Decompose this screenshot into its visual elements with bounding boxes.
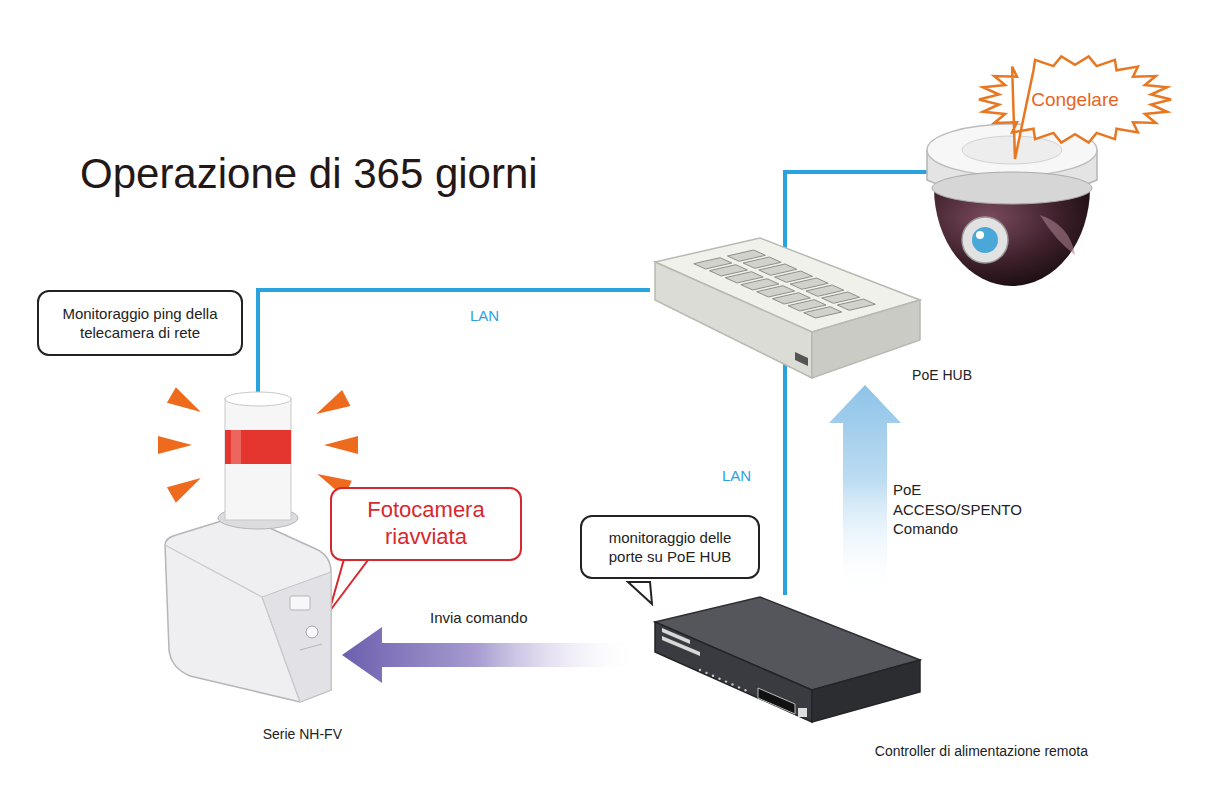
callout-bubble: monitoraggio delle porte su PoE HUB: [580, 515, 760, 579]
status-led: [699, 669, 701, 671]
device-label: PoE HUB: [912, 367, 972, 383]
status-led: [738, 686, 740, 688]
cloud-shape: [979, 56, 1171, 159]
signal-tower: [165, 392, 331, 702]
edge-label: LAN: [470, 306, 499, 326]
edge-label: Invia comando: [430, 608, 528, 628]
lan-cable: [783, 385, 787, 595]
device-label: Controller di alimentazione remota: [875, 743, 1088, 759]
dome-camera: [927, 124, 1097, 286]
warning-ray: [316, 390, 350, 414]
callout-bubble: Fotocamera riavviata: [330, 487, 522, 561]
command-arrow: [829, 385, 901, 595]
command-arrow: [342, 627, 640, 683]
warning-ray: [158, 436, 192, 454]
node-text: Congelare: [1031, 89, 1119, 111]
status-led: [712, 675, 714, 677]
callout-bubble: Monitoraggio ping della telecamera di re…: [37, 290, 243, 356]
diagram-title: Operazione di 365 giorni: [80, 150, 538, 198]
node-text: Monitoraggio ping della telecamera di re…: [48, 304, 232, 343]
node-text: monitoraggio delle porte su PoE HUB: [591, 528, 749, 567]
lan-port: [837, 299, 875, 310]
warning-ray: [324, 436, 358, 454]
camera-cable: [785, 172, 932, 250]
edge-label: LAN: [722, 466, 751, 486]
status-led: [725, 680, 727, 682]
status-led: [718, 678, 720, 680]
lan-cable: [258, 290, 650, 392]
controller-box: [655, 597, 920, 722]
status-led: [731, 683, 733, 685]
warning-ray: [167, 478, 201, 503]
status-led: [744, 689, 746, 691]
edge-label: PoE ACCESO/SPENTO Comando: [893, 480, 1023, 539]
status-led: [705, 672, 707, 674]
signal-tower-device: Serie NH-FV: [150, 392, 342, 750]
poe-hub: PoE HUB: [650, 240, 980, 385]
node-text: Fotocamera riavviata: [341, 497, 511, 551]
device-label: Serie NH-FV: [263, 726, 342, 742]
callout-tail: [628, 582, 652, 604]
warning-ray: [167, 387, 201, 412]
power-controller: Controller di alimentazione remota: [640, 595, 1110, 765]
speech-cloud: Congelare: [975, 52, 1175, 147]
callout-tail: [329, 552, 374, 612]
poe-hub-box: [655, 238, 920, 378]
lan-port: [804, 307, 842, 318]
